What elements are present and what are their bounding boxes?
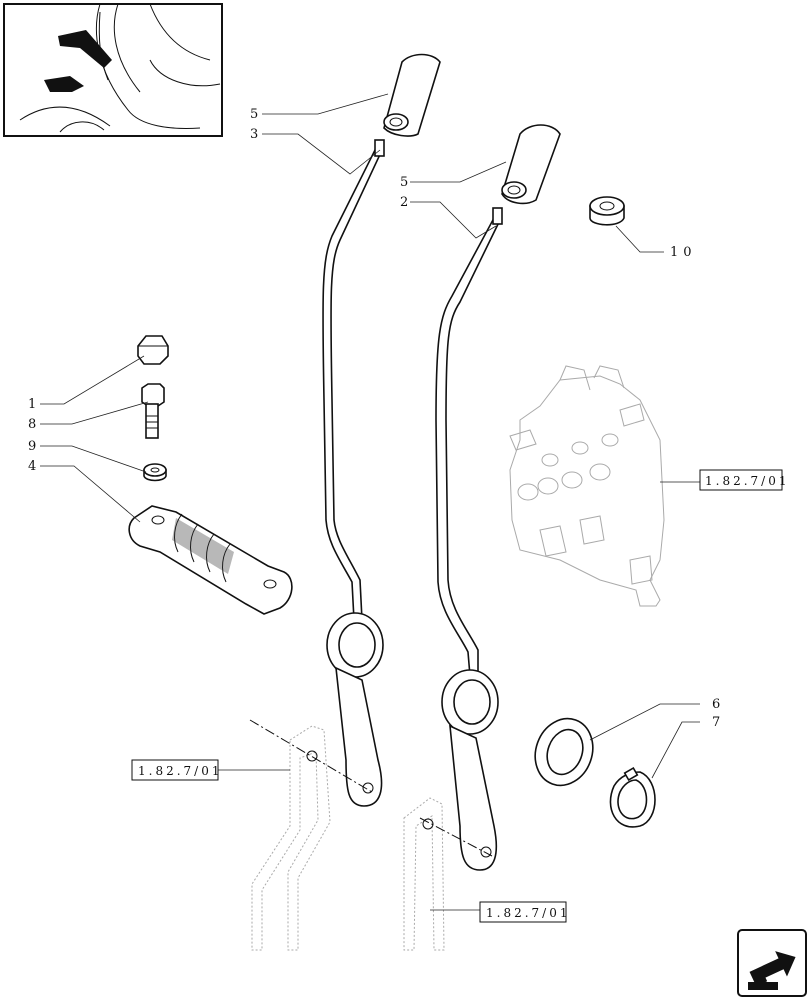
callout-1: 1: [28, 397, 36, 412]
ref-valve-label: 1.82.7/01: [705, 474, 789, 488]
control-lever-3: [322, 139, 385, 807]
callout-3: 3: [250, 127, 258, 142]
next-page-arrow-icon[interactable]: [737, 929, 807, 997]
pin-axis-left: [249, 719, 373, 793]
callout-8: 8: [28, 417, 36, 432]
control-valve-ghost: [509, 365, 665, 607]
ref-bottom-label: 1.82.7/01: [486, 906, 570, 920]
linkage-arm-left: [251, 725, 331, 951]
lever-knob-5b: [501, 124, 561, 205]
part-6-seal-ring: [534, 717, 594, 787]
callout-2: 2: [400, 195, 408, 210]
callout-7: 7: [712, 715, 720, 730]
part-8-bolt: [141, 383, 165, 439]
callout-5-second: 5: [400, 175, 408, 190]
callout-9: 9: [28, 439, 36, 454]
lever-knob-5a: [383, 53, 441, 137]
callout-4: 4: [28, 459, 36, 474]
ref-left-label: 1.82.7/01: [138, 764, 222, 778]
ref-box-valve[interactable]: 1.82.7/01: [699, 469, 789, 491]
callout-5-top: 5: [250, 107, 258, 122]
part-9-washer: [143, 463, 167, 482]
control-lever-2: [435, 207, 503, 871]
ref-box-bottom-linkage[interactable]: 1.82.7/01: [479, 901, 570, 923]
part-7-circlip: [609, 766, 656, 828]
thumbnail-inset: [3, 3, 223, 137]
pin-axis-right: [419, 817, 493, 857]
ref-box-left-linkage[interactable]: 1.82.7/01: [131, 759, 222, 781]
part-4-pivot-shaft: [128, 505, 293, 615]
part-1-nut: [137, 335, 169, 365]
leader-lines: [40, 93, 700, 911]
callout-6: 6: [712, 697, 720, 712]
part-10-bushing: [589, 196, 625, 226]
linkage-arm-right: [403, 797, 445, 951]
callout-10: 10: [670, 245, 697, 260]
